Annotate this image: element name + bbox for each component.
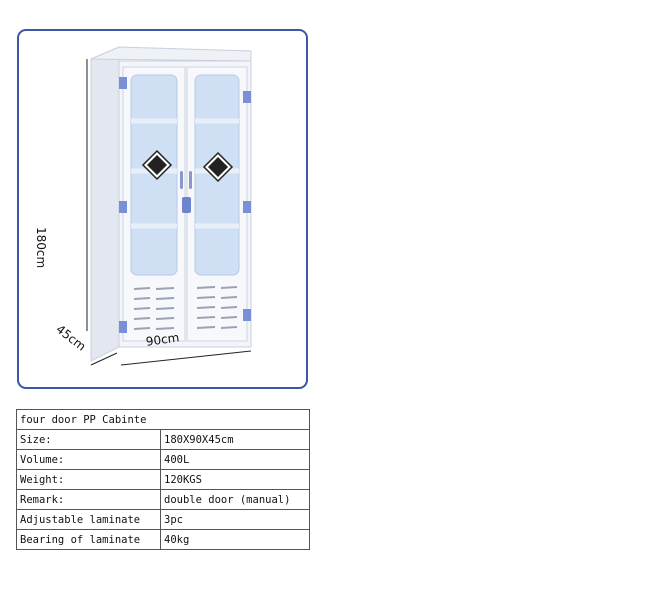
product-image [17,29,308,389]
spec-value: 400L [160,449,310,470]
table-row: Remark: double door (manual) [16,489,310,510]
spec-value: double door (manual) [160,489,310,510]
door-handle [189,171,192,189]
vent-slots [133,287,175,330]
hinge-icon [119,77,251,333]
spec-value: 3pc [160,509,310,530]
spec-label: Weight: [16,469,161,490]
spec-table: four door PP Cabinte Size: 180X90X45cm V… [16,409,310,550]
cabinet-top [90,46,252,62]
depth-dimension-line [90,352,118,366]
width-dimension-line [120,350,252,366]
corrosive-hazard-icon [141,149,173,181]
cabinet-side-panel [90,46,120,362]
table-title-row: four door PP Cabinte [16,409,310,430]
table-row: Bearing of laminate 40kg [16,529,310,550]
table-row: Volume: 400L [16,449,310,470]
spec-label: Bearing of laminate [16,529,161,550]
corrosive-hazard-icon [202,151,234,183]
lock-icon [182,197,191,213]
spec-label: Volume: [16,449,161,470]
table-title: four door PP Cabinte [16,409,310,430]
spec-value: 180X90X45cm [160,429,310,450]
spec-value: 120KGS [160,469,310,490]
spec-label: Remark: [16,489,161,510]
table-row: Weight: 120KGS [16,469,310,490]
spec-value: 40kg [160,529,310,550]
height-dimension-label: 180cm [34,227,48,269]
table-row: Size: 180X90X45cm [16,429,310,450]
spec-label: Adjustable laminate [16,509,161,530]
spec-label: Size: [16,429,161,450]
cabinet-illustration [86,46,252,366]
table-row: Adjustable laminate 3pc [16,509,310,530]
door-handle [180,171,183,189]
vent-slots [196,286,238,329]
